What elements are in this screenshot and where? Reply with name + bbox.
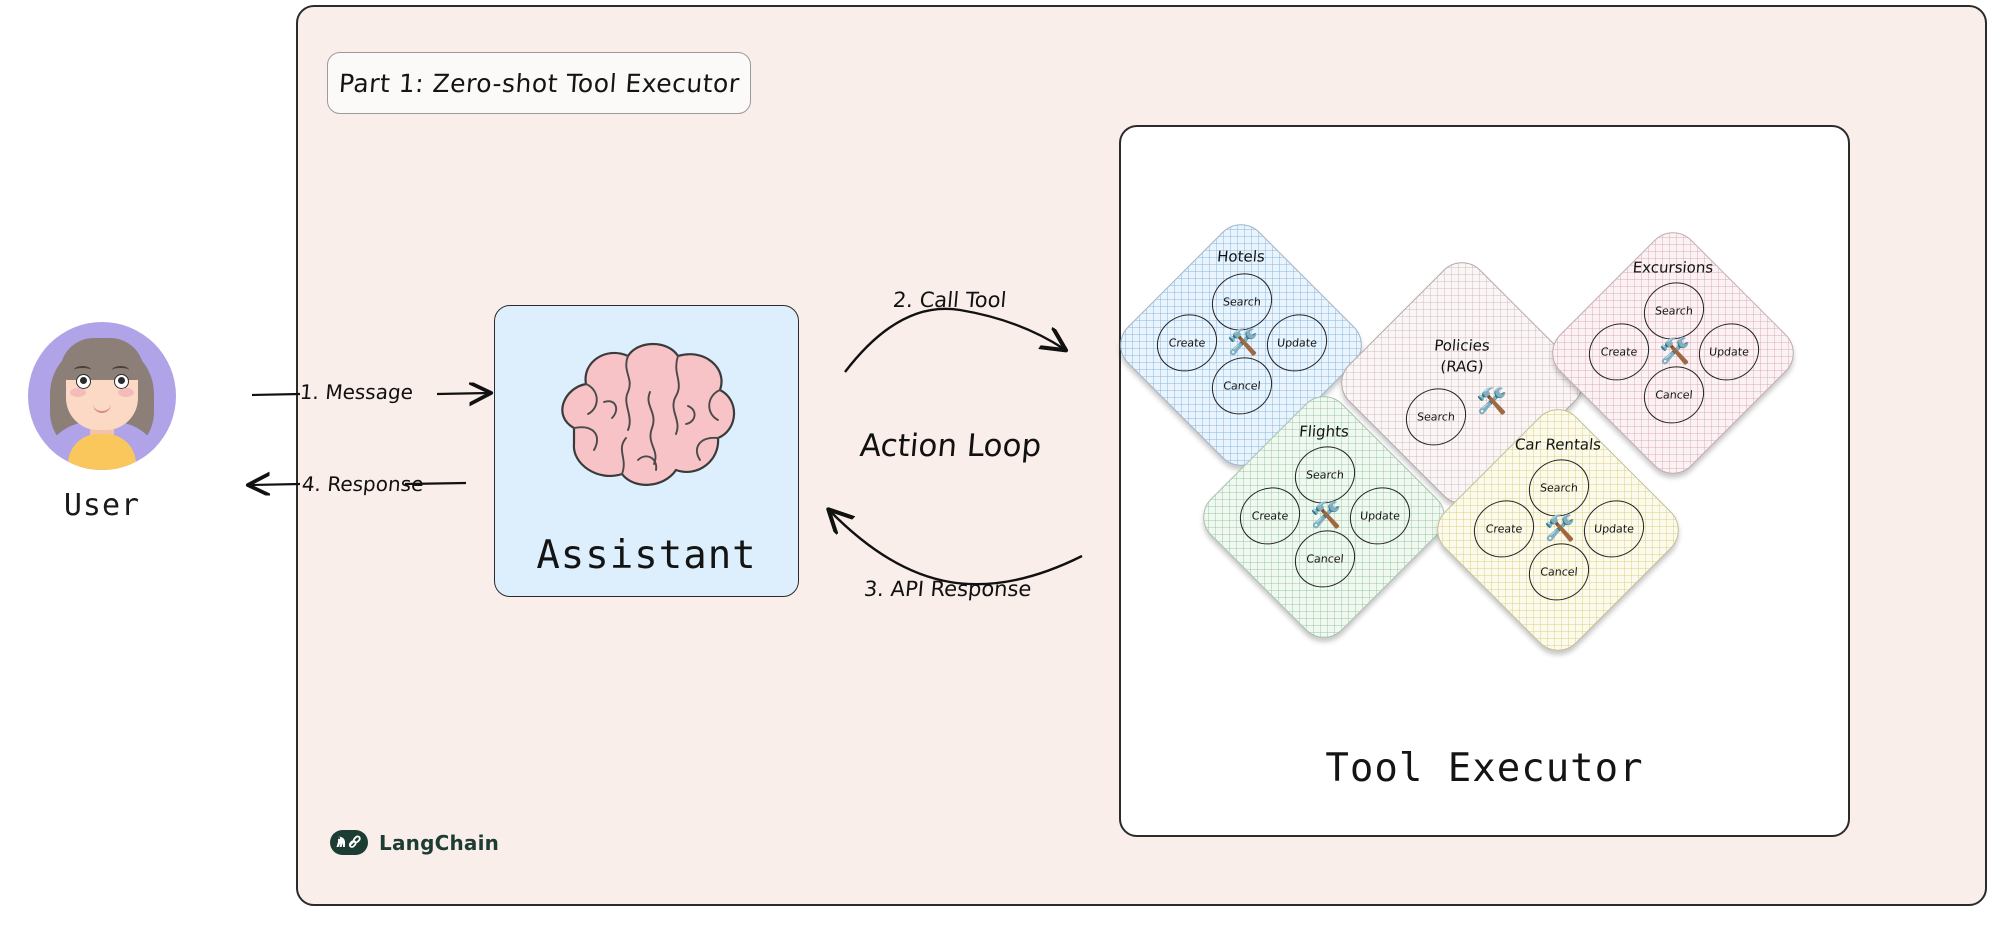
avatar-mouth (93, 402, 111, 413)
langchain-branding: LangChain (330, 830, 499, 855)
tool-op-car-rentals-search[interactable]: Search (1526, 459, 1592, 517)
brain-icon (495, 332, 798, 502)
user-node: User (28, 322, 176, 523)
tool-executor-label: Tool Executor (1325, 746, 1644, 791)
hammer-and-wrench-icon: 🛠️ (1659, 336, 1691, 366)
avatar-hair-top (60, 338, 144, 380)
tool-op-hotels-create[interactable]: Create (1154, 314, 1220, 372)
avatar-blush-left (70, 388, 86, 397)
avatar-eyebrow-right (112, 366, 129, 374)
avatar-eyebrow-left (74, 366, 91, 374)
assistant-node: Assistant (494, 305, 799, 597)
flow-label-api-response: 3. API Response (862, 577, 1033, 601)
flow-label-action-loop: Action Loop (858, 428, 1043, 464)
hammer-and-wrench-icon: 🛠️ (1544, 513, 1576, 543)
part-title-chip: Part 1: Zero-shot Tool Executor (327, 52, 751, 114)
langchain-parrot-link-logo-icon (330, 830, 368, 855)
tool-op-excursions-update[interactable]: Update (1696, 323, 1762, 381)
tool-domain-flights[interactable]: Flights Search Create Update Cancel 🛠️ (1192, 385, 1456, 649)
tool-op-car-rentals-create[interactable]: Create (1471, 500, 1537, 558)
langchain-wordmark: LangChain (379, 830, 500, 855)
tool-domain-car-rentals[interactable]: Car Rentals Search Create Update Cancel … (1426, 398, 1690, 662)
user-label: User (63, 488, 141, 523)
hammer-and-wrench-icon: 🛠️ (1227, 327, 1259, 357)
avatar-pupil-left (80, 377, 87, 384)
flow-label-message: 1. Message (298, 380, 415, 404)
avatar-pupil-right (118, 377, 125, 384)
tool-op-excursions-create[interactable]: Create (1586, 323, 1652, 381)
flow-label-call-tool: 2. Call Tool (891, 288, 1008, 312)
tool-op-car-rentals-update[interactable]: Update (1581, 500, 1647, 558)
avatar-shirt (68, 434, 136, 470)
tool-op-hotels-update[interactable]: Update (1264, 314, 1330, 372)
tool-op-hotels-search[interactable]: Search (1209, 273, 1275, 331)
avatar-blush-right (118, 388, 134, 397)
tool-domain-car-rentals-title: Car Rentals (1514, 435, 1602, 454)
tool-domain-flights-title: Flights (1298, 422, 1350, 441)
assistant-label: Assistant (536, 533, 757, 578)
tool-op-excursions-search[interactable]: Search (1641, 282, 1707, 340)
avatar (28, 322, 176, 470)
tool-op-flights-cancel[interactable]: Cancel (1292, 530, 1358, 588)
tool-op-flights-search[interactable]: Search (1292, 446, 1358, 504)
hammer-and-wrench-icon: 🛠️ (1310, 500, 1342, 530)
tool-op-car-rentals-cancel[interactable]: Cancel (1526, 543, 1592, 601)
flow-label-response: 4. Response (300, 472, 425, 496)
page-title: Part 1: Zero-shot Tool Executor (337, 68, 741, 98)
tool-op-flights-update[interactable]: Update (1347, 487, 1413, 545)
tool-domain-excursions-title: Excursions (1631, 258, 1715, 277)
tool-op-flights-create[interactable]: Create (1237, 487, 1303, 545)
tool-executor-panel: Hotels Search Create Update Cancel 🛠️ Po… (1109, 125, 1850, 837)
